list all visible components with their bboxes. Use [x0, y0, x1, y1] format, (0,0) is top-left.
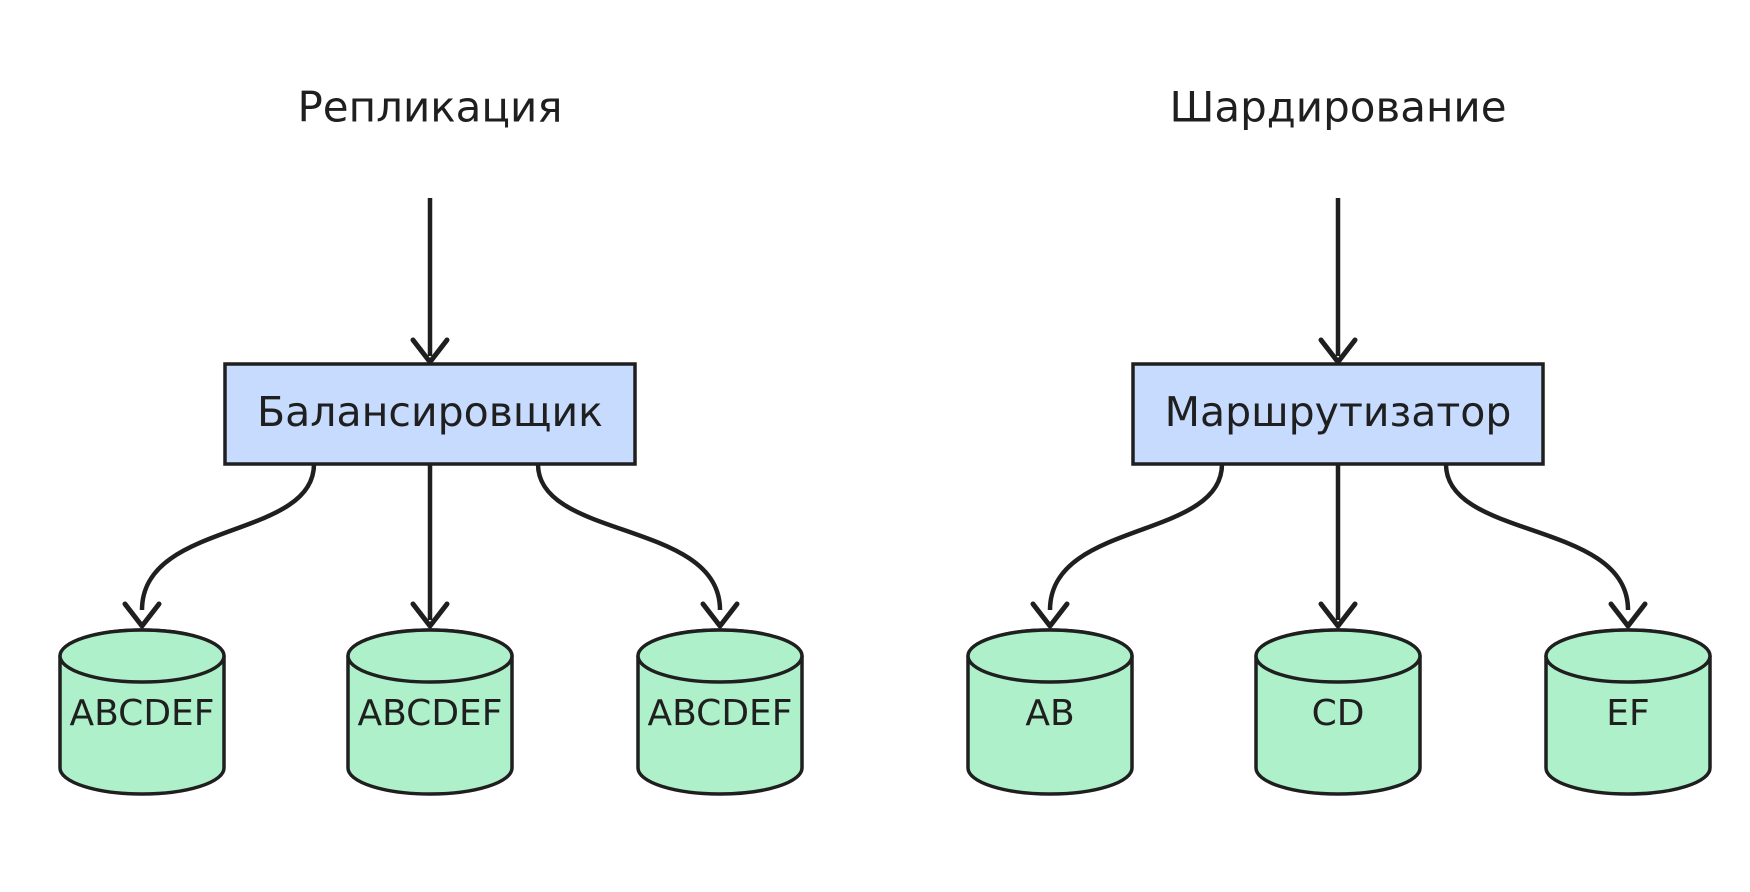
sharding-arrowhead-center: [1318, 601, 1358, 629]
replication-title: Репликация: [297, 83, 562, 132]
balancer-label: Балансировщик: [257, 388, 603, 436]
replication-database-3: ABCDEF: [636, 628, 804, 796]
database-top: [636, 628, 804, 684]
sharding-arrowhead-right: [1608, 601, 1648, 629]
database-top: [346, 628, 514, 684]
replication-database-1: ABCDEF: [58, 628, 226, 796]
router-label: Маршрутизатор: [1165, 388, 1512, 436]
replication-database-2-label: ABCDEF: [357, 693, 502, 734]
balancer-node: [223, 362, 637, 466]
database-top: [1544, 628, 1712, 684]
replication-group: Репликация Балансировщик ABCDEF: [58, 83, 804, 796]
shard-database-2: CD: [1254, 628, 1422, 796]
sharding-incoming-arrowhead: [1318, 337, 1358, 365]
sharding-edge-left: [1047, 463, 1225, 611]
replication-database-2: ABCDEF: [346, 628, 514, 796]
replication-arrowhead-right: [700, 601, 740, 629]
replication-edge-right: [535, 463, 723, 611]
database-top: [966, 628, 1134, 684]
shard-database-3: EF: [1544, 628, 1712, 796]
sharding-edge-right: [1443, 463, 1631, 611]
shard-database-1-label: AB: [1025, 693, 1074, 734]
replication-incoming-arrowhead: [410, 337, 450, 365]
database-top: [58, 628, 226, 684]
replication-database-1-label: ABCDEF: [69, 693, 214, 734]
replication-arrowhead-center: [410, 601, 450, 629]
replication-edge-left: [139, 463, 317, 611]
replication-arrowhead-left: [122, 601, 162, 629]
sharding-arrowhead-left: [1030, 601, 1070, 629]
sharding-group: Шардирование Маршрутизатор AB: [966, 83, 1712, 796]
database-top: [1254, 628, 1422, 684]
replication-database-3-label: ABCDEF: [647, 693, 792, 734]
sharding-title: Шардирование: [1169, 83, 1506, 132]
shard-database-3-label: EF: [1606, 693, 1649, 734]
shard-database-1: AB: [966, 628, 1134, 796]
shard-database-2-label: CD: [1312, 693, 1365, 734]
